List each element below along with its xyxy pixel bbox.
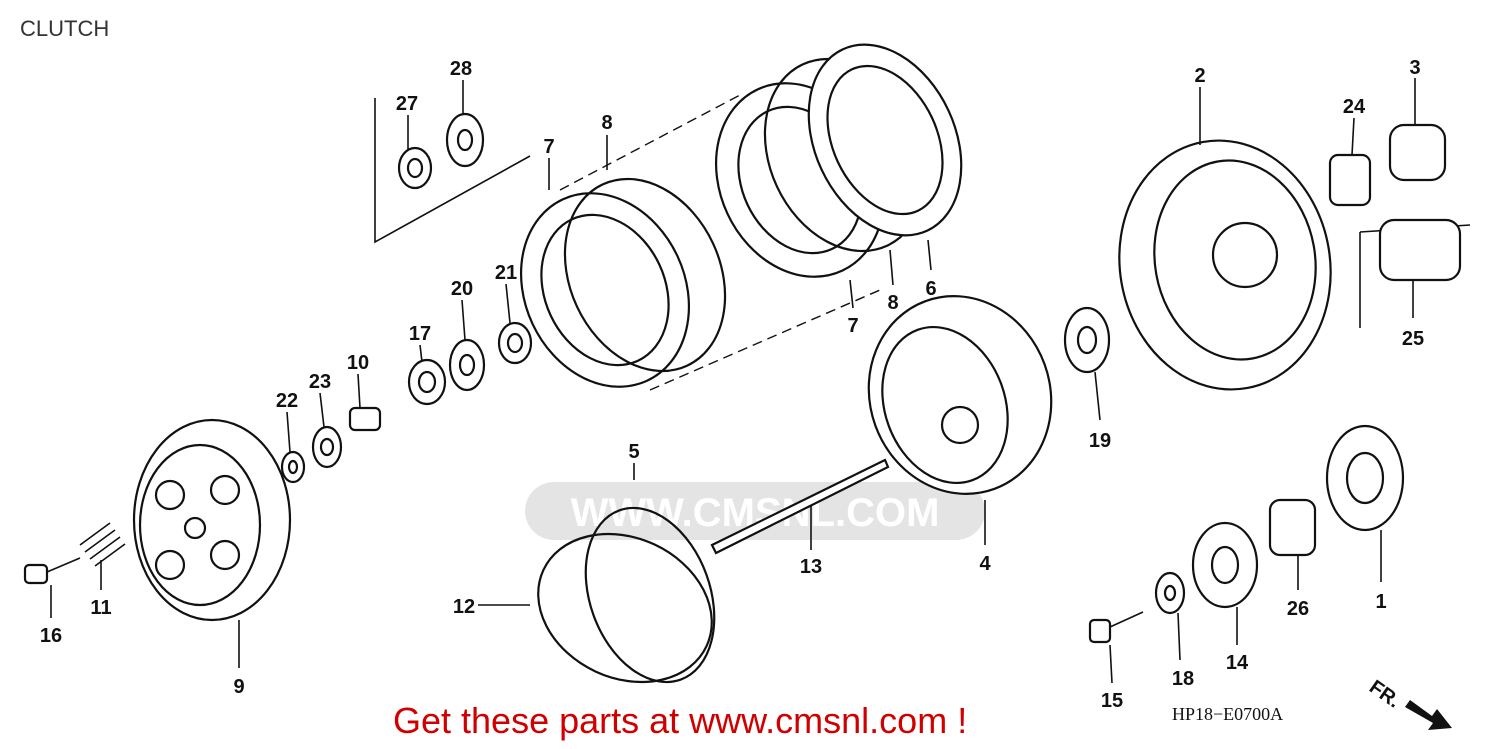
clutch-plates [519,43,963,388]
callout-28: 28 [450,58,472,80]
diagram-code: HP18−E0700A [1172,704,1283,724]
get-parts-link[interactable]: Get these parts at www.cmsnl.com ! [393,700,968,741]
callout-11: 11 [90,597,111,619]
callout-2: 2 [1194,65,1205,87]
callout-3: 3 [1409,57,1420,79]
callout-21: 21 [495,262,517,284]
callout-8a: 8 [601,112,612,134]
callout-9: 9 [233,676,244,698]
callout-6: 6 [925,278,936,300]
callout-23: 23 [309,371,331,393]
callout-4: 4 [979,553,991,575]
callout-7b: 7 [847,315,858,337]
callout-7a: 7 [543,136,554,158]
callout-13: 13 [800,556,822,578]
callout-1: 1 [1375,591,1386,613]
callout-20: 20 [451,278,473,300]
callout-5: 5 [628,441,639,463]
callout-27: 27 [396,93,418,115]
callout-19: 19 [1089,430,1111,452]
callout-24: 24 [1343,96,1366,118]
callout-15: 15 [1101,690,1123,712]
front-direction-arrow-icon: FR. [1365,676,1452,730]
callout-12: 12 [453,596,475,618]
callout-8b: 8 [887,292,898,314]
callout-17: 17 [409,323,431,345]
diagram-title: CLUTCH [20,16,110,41]
callout-14: 14 [1226,652,1249,674]
callout-10: 10 [347,352,369,374]
callout-16: 16 [40,625,62,647]
svg-text:FR.: FR. [1365,676,1404,713]
callout-26: 26 [1287,598,1309,620]
callout-25: 25 [1402,328,1424,350]
callout-18: 18 [1172,668,1194,690]
callout-22: 22 [276,390,298,412]
